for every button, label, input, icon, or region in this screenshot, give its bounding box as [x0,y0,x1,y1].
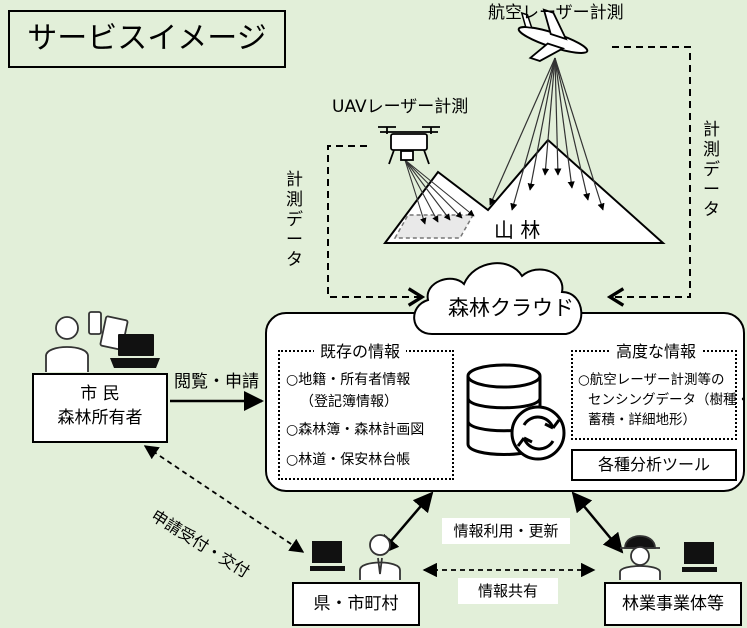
info-use-label: 情報利用・更新 [442,518,570,544]
existing-item: ○地籍・所有者情報 [286,372,411,388]
hardhat-worker-icon [619,535,661,580]
uav-laser-beams [404,159,475,225]
airborne-laser-beams [489,57,605,211]
office-worker-icon [359,534,401,580]
advanced-info-line: センシングデータ（樹種・ [588,392,747,408]
laptop-icon [110,334,160,368]
mountain-forest-label: 山 林 [494,218,541,242]
airborne-laser-label: 航空レーザー計測 [488,3,624,23]
uav-scan-area [393,214,475,239]
advanced-info-heading: 高度な情報 [610,342,703,362]
monitor-icon-forestry [682,542,717,572]
page-title: サービスイメージ [8,10,286,68]
info-share-label: 情報共有 [458,578,558,604]
prefecture-box: 県・市町村 [292,582,420,626]
forest-owner-label: 森林所有者 [57,408,143,428]
cloud-shape [413,262,583,335]
analysis-tools-box: 各種分析ツール [571,449,737,481]
info-use-arrow-right [571,491,624,554]
browse-apply-label: 閲覧・申請 [174,372,259,392]
measurement-data-label-right: 計測データ [703,120,720,220]
existing-item: ○森林簿・森林計画図 [286,422,425,438]
drone-icon [378,126,440,165]
forest-cloud-label: 森林クラウド [448,296,574,320]
measurement-data-label-left: 計測データ [286,170,303,270]
smartphone-icon [88,311,102,335]
forestry-operator-box: 林業事業体等 [604,582,742,626]
advanced-info-line: 蓄積・詳細地形） [588,412,696,428]
existing-info-panel [278,350,454,480]
sync-icon [510,405,566,461]
measurement-flow-lines [327,46,691,307]
citizen-label: 市 民 [80,384,120,404]
advanced-info-line: ○航空レーザー計測等の [578,372,725,388]
monitor-icon [310,541,345,571]
existing-item: （登記簿情報） [300,394,398,410]
existing-info-heading: 既存の情報 [314,342,407,362]
airplane-icon [517,8,589,62]
existing-item: ○林道・保安林台帳 [286,452,411,468]
advanced-info-panel [571,350,737,440]
apply-accept-arrow [143,445,305,553]
citizen-person-icon [45,316,89,372]
uav-laser-label: UAVレーザー計測 [332,97,469,117]
citizen-box: 市 民 森林所有者 [32,373,168,443]
